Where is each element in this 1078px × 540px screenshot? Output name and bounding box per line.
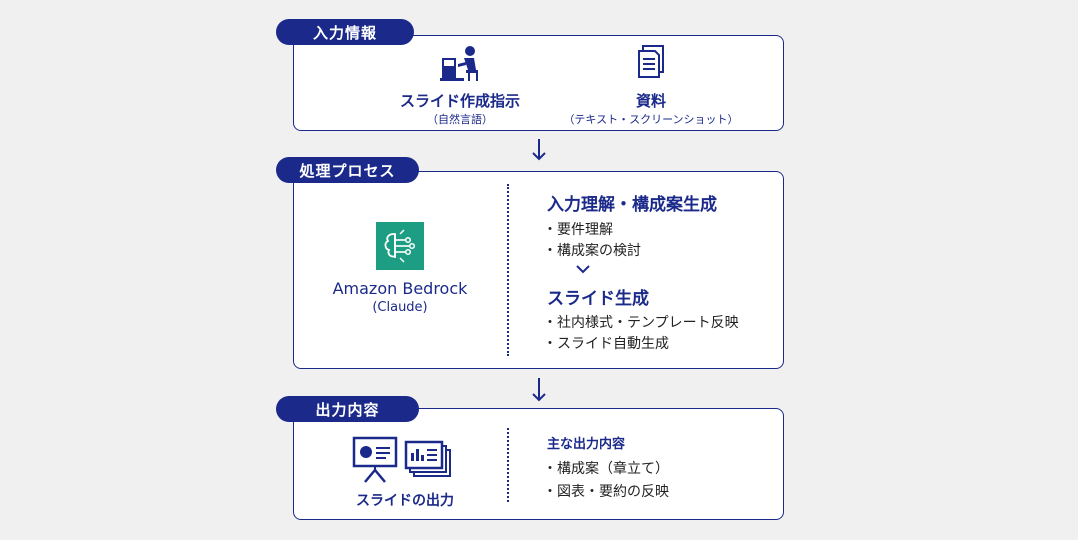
step1-bullet-2: ・構成案の検討 (543, 243, 641, 259)
output-right-heading: 主な出力内容 (547, 437, 626, 452)
output-divider (507, 428, 509, 502)
step2-bullet-1: ・社内様式・テンプレート反映 (543, 315, 739, 331)
output-tab: 出力内容 (276, 396, 419, 422)
step1-bullet-1: ・要件理解 (543, 222, 613, 238)
arrow-down-icon (532, 378, 546, 402)
step2-heading: スライド生成 (547, 289, 649, 309)
document-icon (638, 45, 664, 78)
input-box (293, 35, 784, 131)
step1-heading: 入力理解・構成案生成 (547, 195, 717, 215)
input-tab: 入力情報 (276, 19, 414, 45)
input-right-subtitle: （テキスト・スクリーンショット） (563, 113, 739, 126)
arrow-down-icon (532, 139, 546, 161)
input-left-title: スライド作成指示 (399, 92, 520, 110)
step2-bullet-2: ・スライド自動生成 (543, 336, 669, 352)
process-tab: 処理プロセス (276, 157, 419, 183)
chevron-down-icon (576, 265, 590, 274)
output-bullet-2: ・図表・要約の反映 (543, 484, 669, 500)
presentation-slides-icon (352, 436, 451, 483)
engine-name: Amazon Bedrock (332, 279, 468, 298)
engine-model: (Claude) (372, 300, 428, 315)
person-at-desk-icon (440, 46, 478, 81)
process-box (293, 171, 784, 369)
output-tab-label: 出力内容 (315, 400, 380, 419)
process-divider (507, 184, 509, 356)
output-bullet-1: ・構成案（章立て） (543, 461, 669, 477)
bedrock-icon-tile (376, 222, 424, 270)
process-tab-label: 処理プロセス (299, 161, 396, 180)
output-left-title: スライドの出力 (356, 493, 454, 509)
input-right-title: 資料 (635, 92, 666, 110)
input-tab-label: 入力情報 (312, 23, 377, 42)
bedrock-brain-icon (384, 229, 416, 263)
input-left-subtitle: （自然言語） (427, 113, 493, 126)
